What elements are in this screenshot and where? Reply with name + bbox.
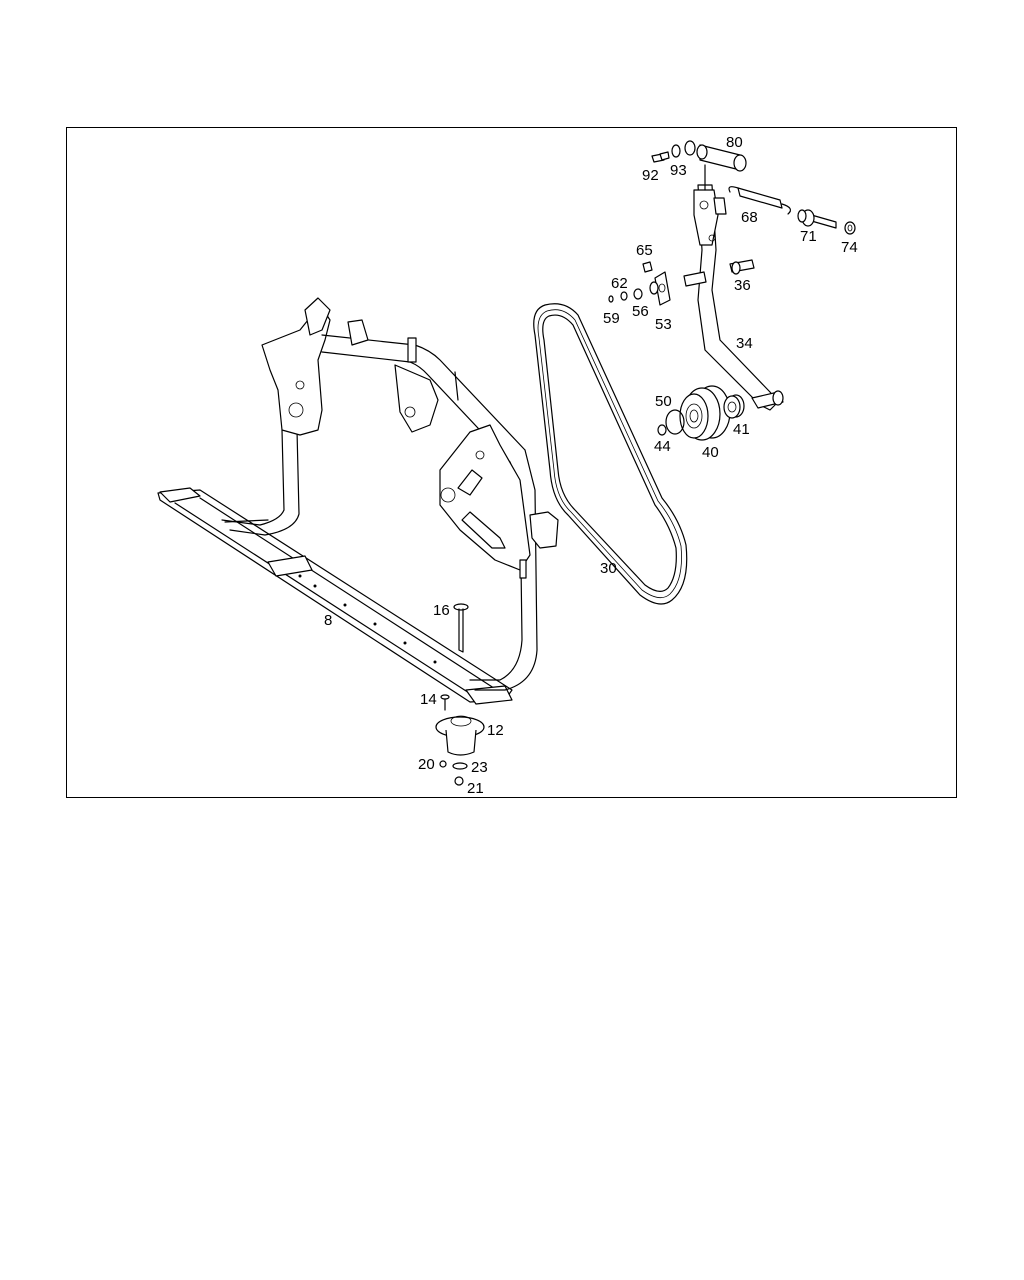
washer-62 — [620, 291, 628, 301]
nut-21 — [454, 776, 464, 786]
label-80: 80 — [726, 134, 743, 151]
ring-59 — [608, 295, 614, 303]
nut-20 — [439, 760, 447, 768]
label-44: 44 — [654, 438, 671, 455]
washer-56 — [633, 288, 643, 300]
bracket-53 — [649, 271, 671, 306]
washer — [671, 144, 681, 158]
label-20: 20 — [418, 756, 435, 773]
drive-belt — [533, 303, 688, 605]
label-14: 14 — [420, 691, 437, 708]
pin — [797, 209, 837, 229]
arm-stud — [683, 271, 707, 287]
label-71: 71 — [800, 228, 817, 245]
label-68: 68 — [741, 209, 758, 226]
diagram-frame — [66, 127, 957, 798]
label-12: 12 — [487, 722, 504, 739]
frame-assembly — [157, 297, 559, 705]
label-65: 65 — [636, 242, 653, 259]
label-30: 30 — [600, 560, 617, 577]
part-labels: 8 12 14 16 20 21 23 30 34 36 40 41 44 50… — [324, 134, 858, 797]
tensioner-arm — [693, 184, 784, 411]
label-34: 34 — [736, 335, 753, 352]
label-59: 59 — [603, 310, 620, 327]
label-74: 74 — [841, 239, 858, 256]
label-93: 93 — [670, 162, 687, 179]
circlip — [665, 409, 685, 435]
bolt-92 — [651, 151, 670, 163]
label-8: 8 — [324, 612, 332, 629]
ring — [657, 424, 667, 436]
stud-36 — [729, 259, 755, 275]
washer-23 — [452, 762, 468, 770]
label-92: 92 — [642, 167, 659, 184]
label-62: 62 — [611, 275, 628, 292]
spring — [728, 186, 792, 215]
label-16: 16 — [433, 602, 450, 619]
label-50: 50 — [655, 393, 672, 410]
screw-65 — [642, 261, 653, 273]
bearing — [723, 394, 745, 419]
bolt-16 — [453, 603, 469, 653]
label-56: 56 — [632, 303, 649, 320]
label-21: 21 — [467, 780, 484, 797]
screw-14 — [440, 694, 450, 711]
label-40: 40 — [702, 444, 719, 461]
label-41: 41 — [733, 421, 750, 438]
label-53: 53 — [655, 316, 672, 333]
nut-74 — [844, 221, 856, 235]
label-23: 23 — [471, 759, 488, 776]
shaft-sleeve — [684, 140, 747, 191]
label-36: 36 — [734, 277, 751, 294]
rubber-mount — [435, 715, 485, 756]
pulley — [679, 385, 731, 441]
